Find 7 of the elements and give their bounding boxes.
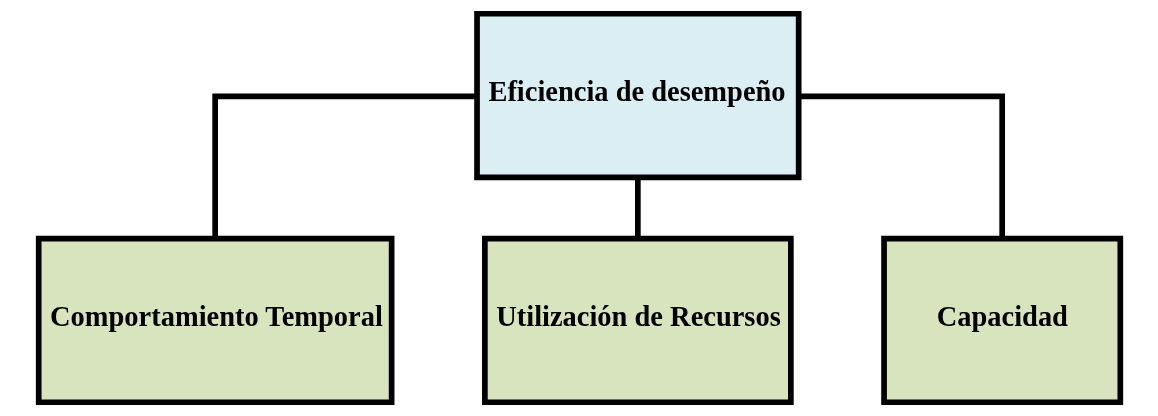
- node-box: Capacidad: [880, 235, 1123, 406]
- node-box: Eficiencia de desempeño: [473, 10, 801, 181]
- node-box: Utilización de Recursos: [481, 235, 794, 406]
- connector: [211, 93, 477, 239]
- node-box: Comportamiento Temporal: [35, 235, 394, 406]
- connector: [634, 178, 641, 239]
- connector: [798, 93, 1005, 239]
